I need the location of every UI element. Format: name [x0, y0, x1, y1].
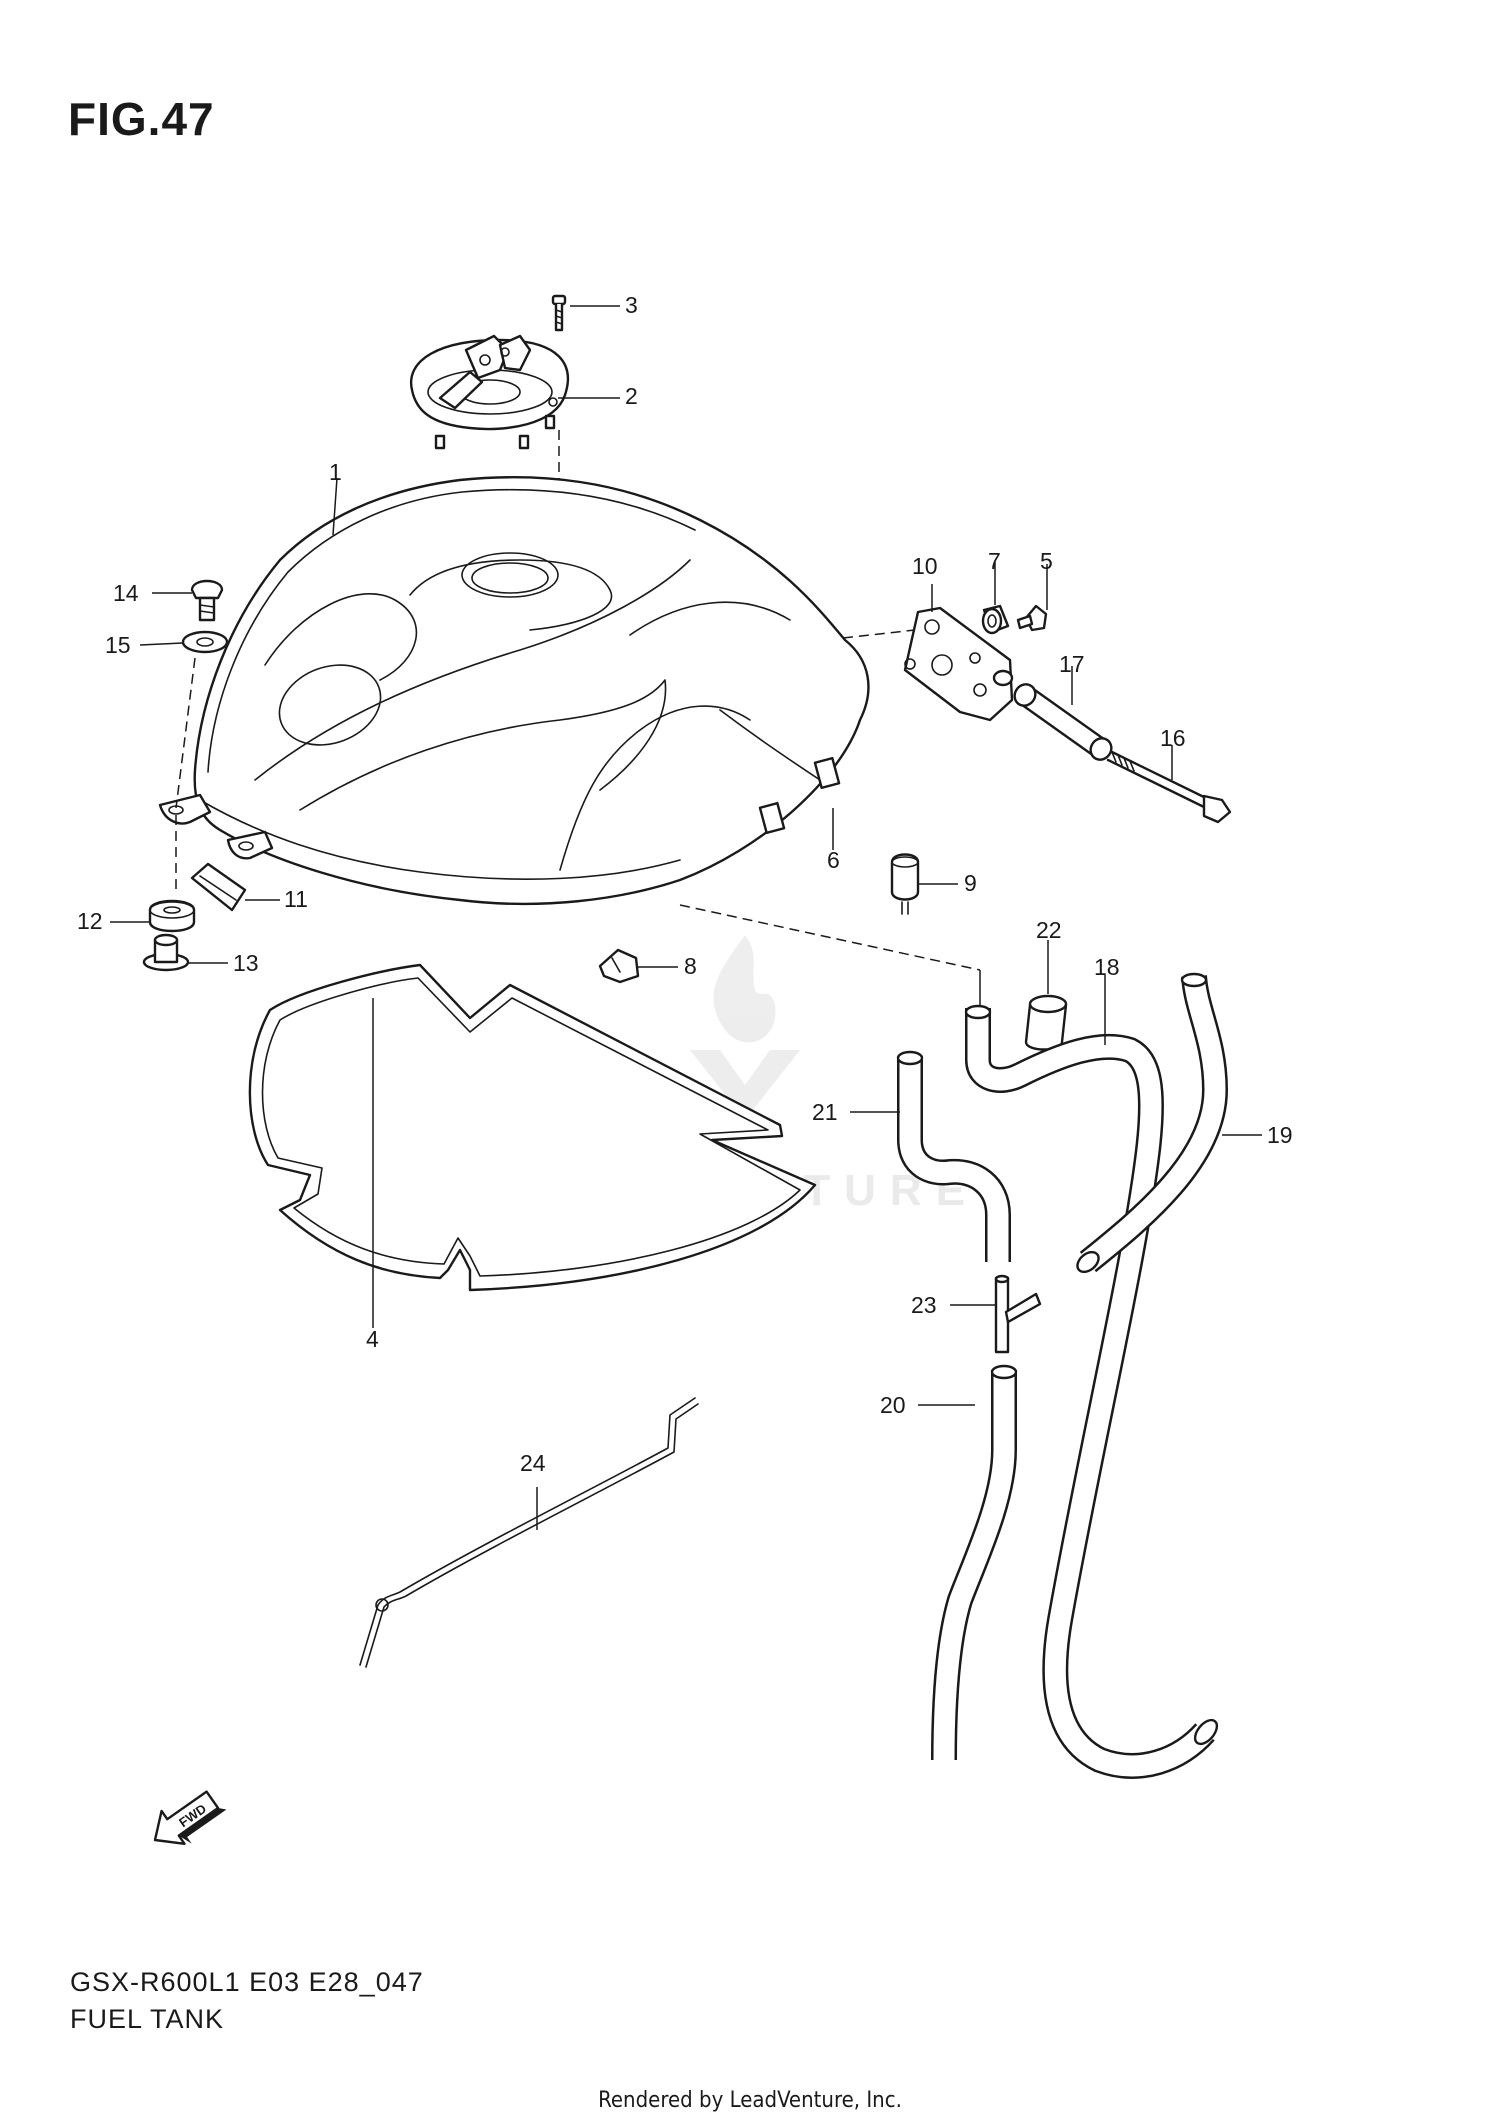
callout-11: 11 — [284, 886, 308, 912]
callout-7: 7 — [988, 548, 1001, 574]
part-5-bolt — [1016, 604, 1048, 632]
leader-lines — [110, 305, 1262, 1530]
part-24-rod — [359, 1397, 699, 1668]
callout-12: 12 — [77, 908, 103, 934]
callout-21: 21 — [812, 1099, 838, 1125]
callout-10: 10 — [912, 553, 938, 579]
part-7-collar — [981, 604, 1010, 635]
part-4-seal — [248, 963, 817, 1292]
fwd-arrow-icon: FWD — [153, 1790, 227, 1845]
part-9-cushion — [890, 853, 920, 915]
part-2-fuel-cap — [409, 334, 570, 450]
callout-17: 17 — [1059, 651, 1085, 677]
part-15-washer — [181, 630, 229, 654]
part-21-hose — [896, 1050, 1011, 1262]
callout-16: 16 — [1160, 725, 1186, 751]
callout-1: 1 — [329, 459, 342, 485]
callout-labels: 1 2 3 4 5 6 7 8 9 10 11 12 13 14 15 16 1… — [77, 292, 1293, 1476]
callout-23: 23 — [911, 1292, 937, 1318]
part-13-collar — [142, 933, 190, 972]
part-20-hose — [931, 1364, 1018, 1761]
callout-13: 13 — [233, 950, 259, 976]
part-1-fuel-tank — [158, 476, 870, 906]
part-17-spacer — [1013, 683, 1113, 761]
callout-18: 18 — [1094, 954, 1120, 980]
part-19-hose — [1076, 972, 1228, 1274]
model-code: GSX-R600L1 E03 E28_047 — [70, 1967, 424, 1997]
part-23-t-joint — [994, 1274, 1042, 1354]
alignment-line-left — [175, 657, 196, 809]
callout-19: 19 — [1267, 1122, 1293, 1148]
figure-title: FIG.47 — [68, 93, 215, 145]
callout-20: 20 — [880, 1392, 906, 1418]
callout-5: 5 — [1040, 548, 1053, 574]
callout-15: 15 — [105, 632, 131, 658]
part-3-screw — [551, 294, 567, 332]
callout-3: 3 — [625, 292, 638, 318]
part-22-hose-ring — [1024, 994, 1068, 1051]
callout-14: 14 — [113, 580, 139, 606]
alignment-line-bracket — [842, 629, 916, 639]
callout-9: 9 — [964, 870, 977, 896]
part-10-bracket — [903, 606, 1014, 722]
callout-22: 22 — [1036, 917, 1062, 943]
part-11-damper — [190, 862, 247, 912]
rendered-by-credit: Rendered by LeadVenture, Inc. — [598, 2088, 902, 2113]
part-16-long-bolt — [1106, 750, 1232, 824]
callout-8: 8 — [684, 953, 697, 979]
callout-4: 4 — [366, 1326, 379, 1352]
part-8-clip — [598, 948, 640, 984]
callout-2: 2 — [625, 383, 638, 409]
alignment-line-hose — [679, 904, 981, 971]
callout-24: 24 — [520, 1450, 546, 1476]
part-18-hose — [964, 1004, 1219, 1779]
part-14-screw — [190, 579, 224, 622]
figure-name: FUEL TANK — [70, 2004, 225, 2034]
part-12-grommet — [148, 899, 196, 933]
callout-6: 6 — [827, 847, 840, 873]
